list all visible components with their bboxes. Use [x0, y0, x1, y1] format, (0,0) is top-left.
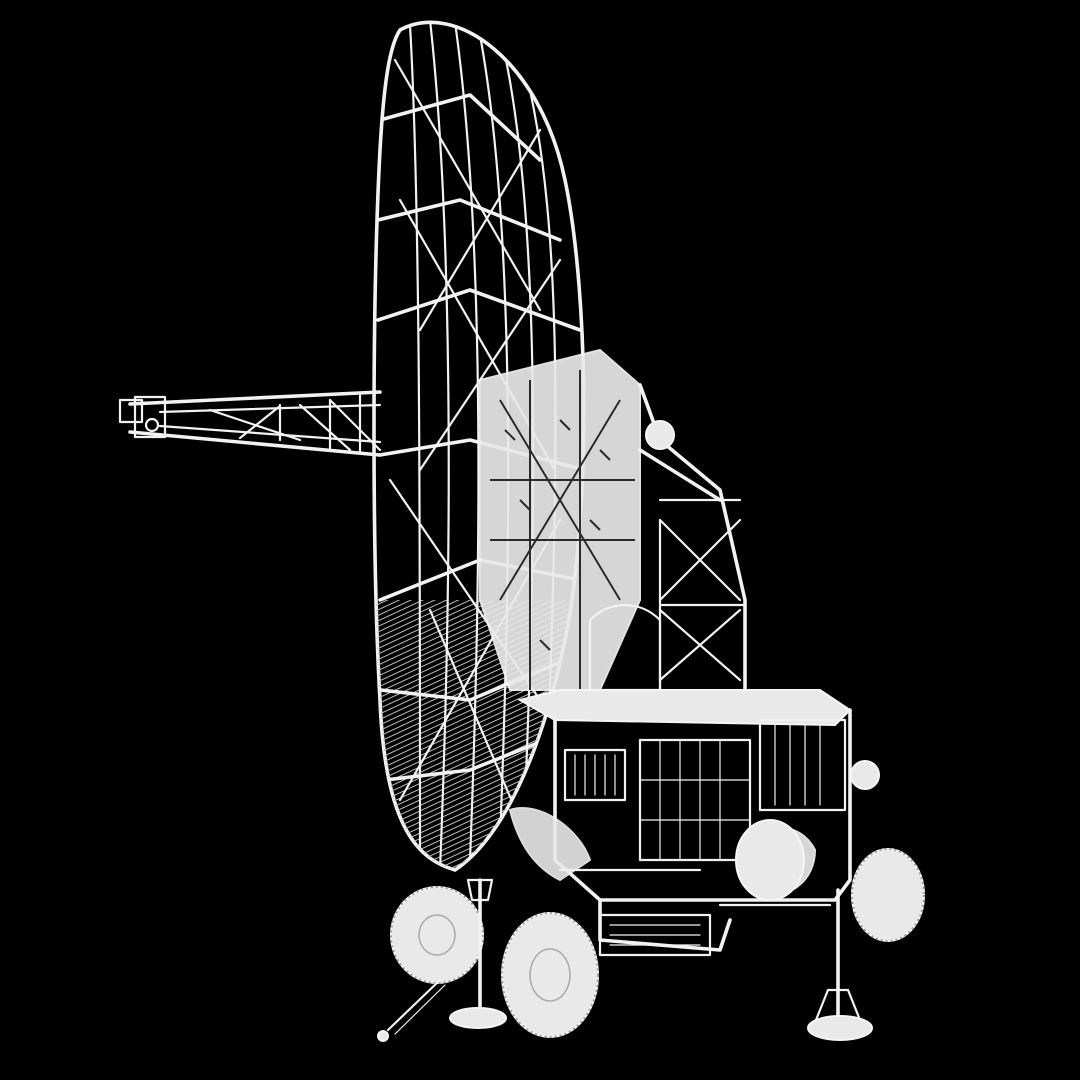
stabilizer-jack-left: [449, 878, 507, 1029]
rear-hub-wheel: [735, 819, 805, 901]
stabilizer-jack-right: [807, 888, 873, 1041]
feed-boom: [118, 390, 382, 457]
truss-support-tower: [479, 348, 747, 692]
front-left-wheel: [390, 886, 484, 984]
front-center-wheel: [501, 912, 599, 1038]
tow-bar: [377, 978, 446, 1042]
rear-right-wheel: [851, 848, 925, 942]
